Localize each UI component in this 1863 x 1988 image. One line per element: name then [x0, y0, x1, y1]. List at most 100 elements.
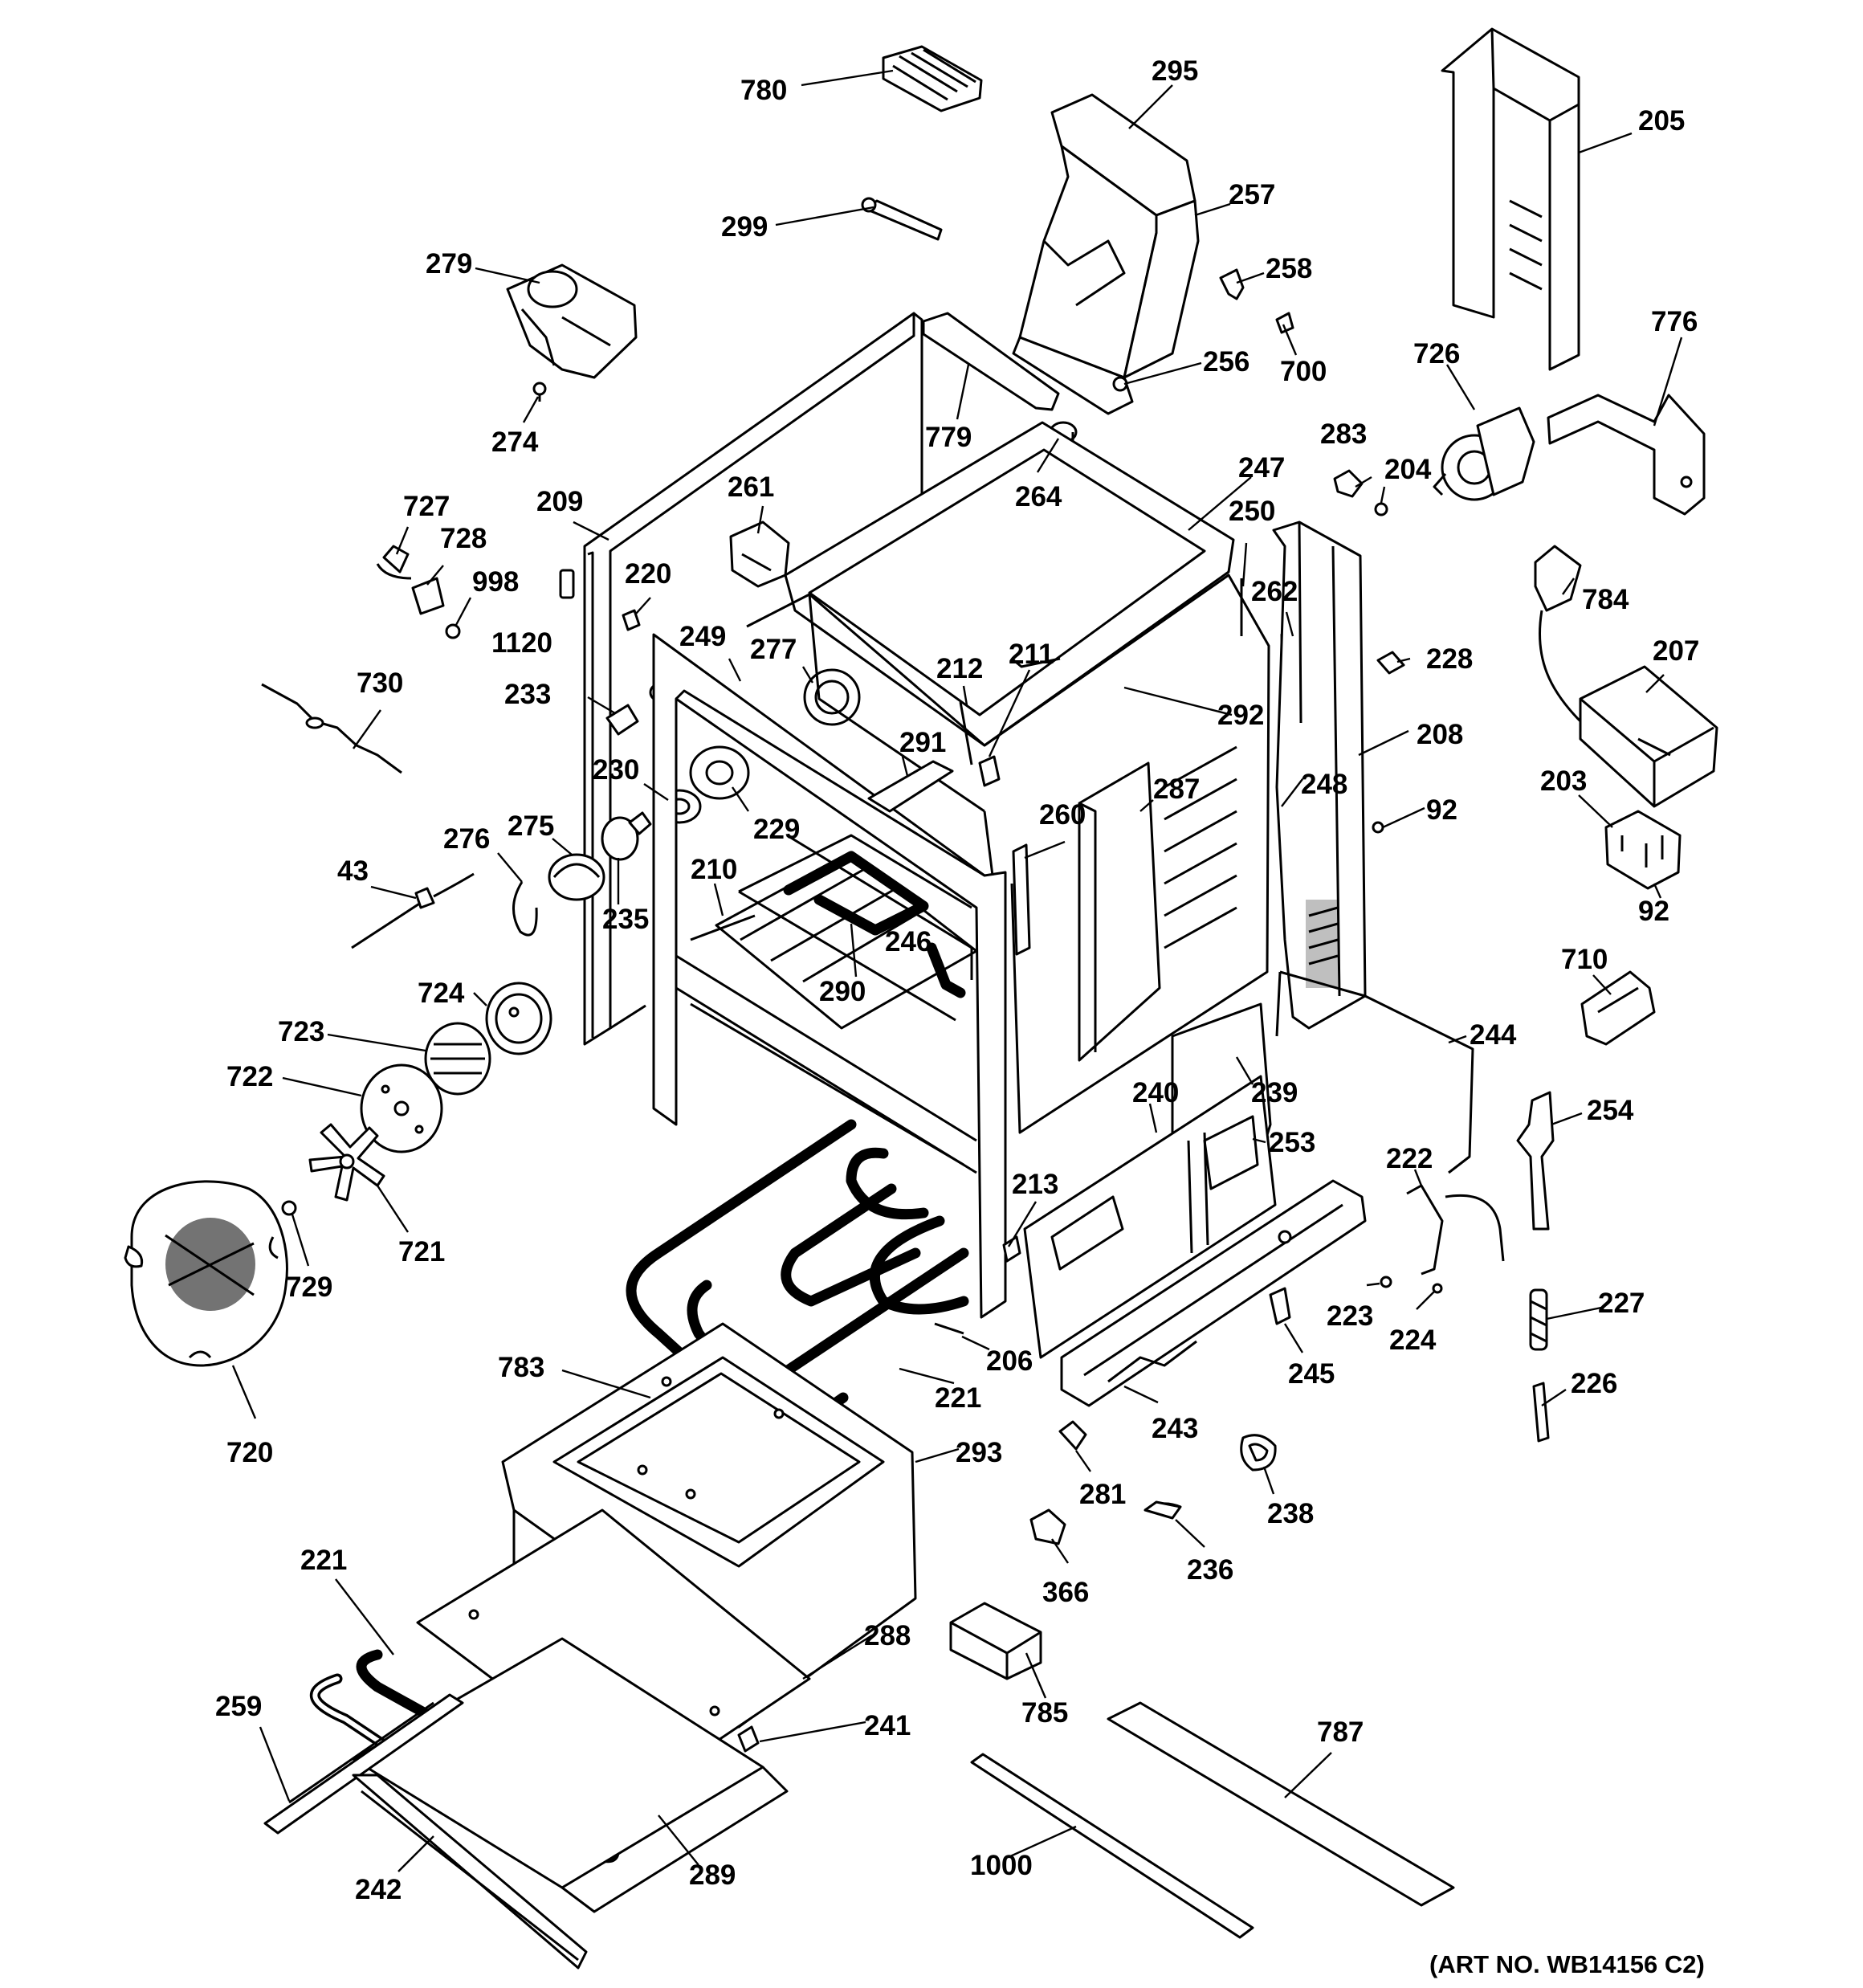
callout-207: 207	[1653, 635, 1699, 667]
leader-lines	[231, 69, 1683, 1872]
callout-238: 238	[1267, 1498, 1314, 1529]
part-220	[622, 609, 641, 631]
callout-292: 292	[1217, 700, 1264, 731]
callout-229: 229	[753, 814, 800, 845]
part-730-wire	[261, 683, 402, 774]
callout-721: 721	[398, 1236, 445, 1268]
callout-787: 787	[1317, 1717, 1364, 1748]
part-240-253-lower-rear	[1023, 1002, 1277, 1359]
callout-780: 780	[740, 75, 787, 106]
part-726-motor	[1433, 406, 1535, 501]
callout-726: 726	[1413, 338, 1460, 369]
callout-227: 227	[1598, 1288, 1645, 1319]
callout-290: 290	[819, 976, 866, 1007]
callout-223: 223	[1327, 1300, 1373, 1332]
part-43-probe	[351, 872, 475, 949]
callout-785: 785	[1021, 1697, 1068, 1729]
callout-233: 233	[504, 679, 551, 710]
part-side-louvers	[1164, 745, 1237, 949]
callout-291: 291	[899, 727, 946, 758]
callout-724: 724	[418, 978, 465, 1009]
callout-230: 230	[593, 754, 639, 786]
part-260	[1012, 843, 1031, 956]
callout-242: 242	[355, 1874, 402, 1905]
part-780	[882, 45, 983, 112]
part-236	[1143, 1500, 1182, 1520]
part-207-tray	[1579, 665, 1718, 808]
callout-226: 226	[1571, 1368, 1617, 1399]
callout-259: 259	[215, 1691, 262, 1722]
callout-211: 211	[1009, 639, 1054, 670]
part-722	[360, 1063, 443, 1153]
callout-241: 241	[864, 1710, 911, 1741]
part-245	[1269, 1287, 1291, 1325]
part-235-bulb	[601, 811, 652, 861]
callout-249: 249	[679, 621, 726, 652]
part-254-hinge	[1516, 1091, 1555, 1231]
parts-drawing	[124, 27, 1718, 1970]
callout-710: 710	[1561, 944, 1608, 975]
callout-264: 264	[1015, 481, 1062, 512]
part-710	[1580, 970, 1656, 1046]
callout-1000: 1000	[970, 1850, 1033, 1881]
callout-246: 246	[885, 926, 932, 957]
part-223	[1380, 1276, 1392, 1288]
callout-258: 258	[1266, 253, 1312, 284]
callout-783: 783	[498, 1352, 544, 1383]
part-244-panel	[1275, 970, 1474, 1174]
part-729	[281, 1200, 297, 1216]
part-249-front-frame	[652, 633, 1007, 1319]
part-724	[485, 982, 552, 1055]
callout-700: 700	[1280, 356, 1327, 387]
part-1120	[559, 569, 575, 599]
part-291-rail	[867, 760, 954, 813]
callout-203: 203	[1540, 765, 1587, 797]
part-248-panel	[1272, 520, 1367, 1030]
part-229	[689, 745, 750, 800]
part-258	[1219, 268, 1245, 300]
callout-224: 224	[1389, 1325, 1437, 1356]
part-283	[1333, 469, 1364, 498]
part-700	[1275, 312, 1294, 334]
callout-299: 299	[721, 211, 768, 243]
callout-293: 293	[956, 1437, 1002, 1468]
callout-784: 784	[1582, 584, 1629, 615]
callout-208: 208	[1417, 719, 1463, 750]
callout-240: 240	[1132, 1077, 1179, 1108]
callout-92a: 92	[1426, 794, 1457, 826]
part-287-panel	[1078, 761, 1161, 1062]
callout-247: 247	[1238, 452, 1285, 484]
callout-221a: 221	[935, 1382, 981, 1414]
callout-213: 213	[1012, 1169, 1058, 1200]
callout-256: 256	[1203, 346, 1249, 378]
callout-254: 254	[1587, 1095, 1634, 1126]
callout-235: 235	[602, 904, 649, 935]
callout-274: 274	[491, 427, 539, 458]
part-206	[934, 1322, 964, 1335]
callout-92b: 92	[1638, 896, 1669, 927]
part-720-fan-cover	[124, 1180, 288, 1367]
part-281	[1058, 1420, 1087, 1451]
part-785-box	[949, 1602, 1042, 1680]
callout-209: 209	[536, 486, 583, 517]
callout-253: 253	[1269, 1127, 1315, 1158]
part-243-burner-tray	[1060, 1179, 1367, 1407]
part-228	[1376, 651, 1405, 675]
callout-728: 728	[440, 523, 487, 554]
part-92-screw	[1372, 821, 1384, 834]
callout-730: 730	[357, 667, 403, 699]
part-238	[1240, 1434, 1277, 1472]
part-279-valve	[506, 263, 638, 402]
callout-289: 289	[689, 1859, 736, 1891]
callout-279: 279	[426, 248, 472, 280]
art-number: (ART NO. WB14156 C2)	[1429, 1950, 1705, 1978]
part-998	[445, 623, 461, 639]
part-204	[1374, 502, 1388, 516]
callout-220: 220	[625, 558, 671, 590]
part-227-spring	[1529, 1288, 1548, 1351]
callout-212: 212	[936, 653, 983, 684]
callout-287: 287	[1153, 774, 1200, 805]
part-723	[424, 1022, 491, 1096]
callout-366: 366	[1042, 1577, 1089, 1608]
